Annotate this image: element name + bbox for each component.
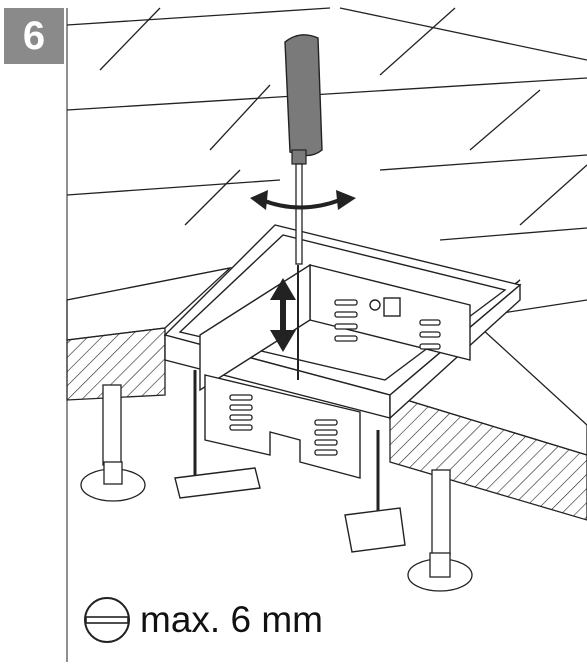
screwdriver-icon [284,34,323,265]
floor-box [163,224,522,553]
caption: max. 6 mm [82,590,323,650]
step-number: 6 [22,14,46,58]
step-number-badge: 6 [4,8,64,64]
caption-text: max. 6 mm [140,599,323,640]
slotted-screw-head-icon [84,597,130,643]
floor-slab-left [66,266,233,401]
vertical-adjust-arrow-icon [270,278,296,352]
floor-pedestals [80,384,473,592]
rotate-arrow-icon [250,190,356,210]
floor-tiles [66,7,587,319]
